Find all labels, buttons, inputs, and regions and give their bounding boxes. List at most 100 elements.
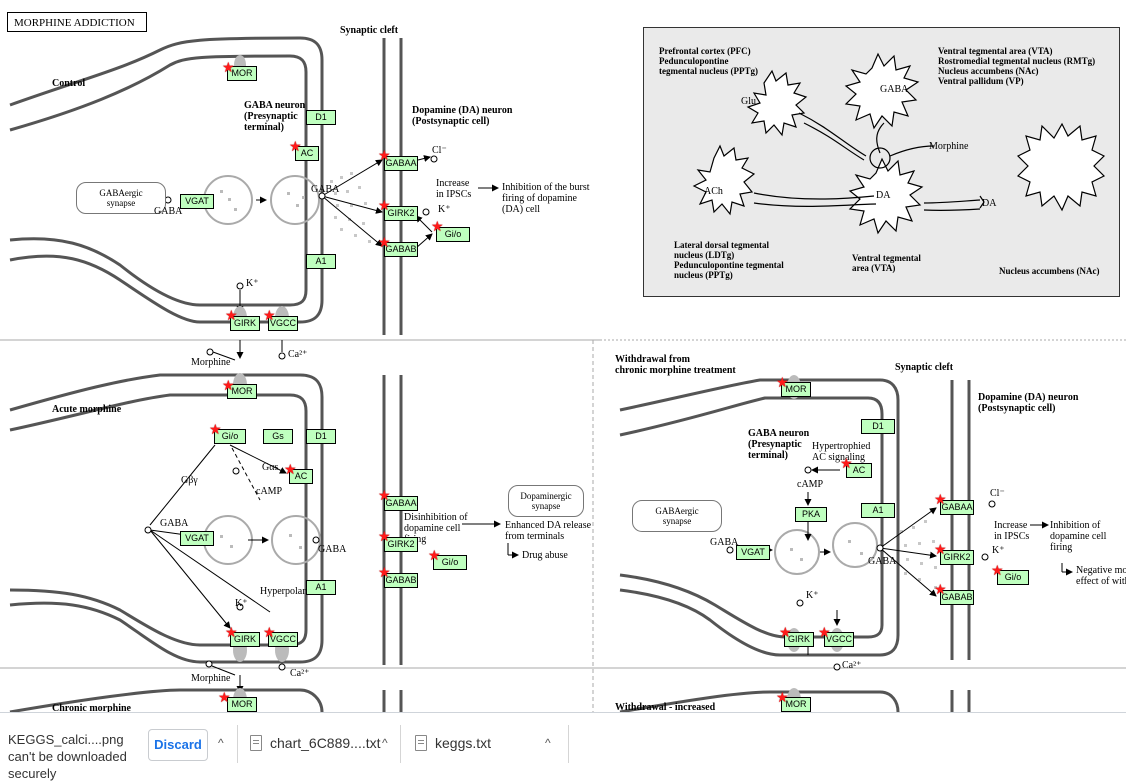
camp-label-withdrawal: cAMP: [797, 479, 823, 490]
neural-circuit-inset: Prefrontal cortex (PFC) Pedunculopontine…: [643, 27, 1120, 297]
gene-mor[interactable]: MOR: [227, 66, 257, 81]
chevron-up-icon[interactable]: ^: [545, 736, 551, 750]
section-label-control: Control: [52, 78, 85, 89]
gene-pka[interactable]: PKA: [795, 507, 827, 522]
gene-ac[interactable]: AC: [295, 146, 319, 161]
download-item-chart[interactable]: chart_6C889....txt: [270, 735, 381, 751]
gene-gio[interactable]: Gi/o: [436, 227, 470, 242]
gene-girk-withdrawal[interactable]: GIRK: [784, 632, 814, 647]
increase-ipscs-label-withdrawal: Increase in IPSCs: [994, 520, 1029, 542]
download-item-keggs[interactable]: keggs.txt: [435, 735, 491, 751]
discard-button[interactable]: Discard: [148, 729, 208, 761]
gene-gabaa[interactable]: GABAA: [384, 156, 418, 171]
gene-a1-withdrawal[interactable]: A1: [861, 503, 895, 518]
potassium-label-girk: K⁺: [246, 278, 259, 289]
da-neuron-label: Dopamine (DA) neuron (Postsynaptic cell): [412, 105, 512, 127]
synaptic-cleft-label: Synaptic cleft: [340, 25, 398, 36]
kegg-pathway-map: MORPHINE ADDICTION Control Synaptic clef…: [0, 0, 1126, 712]
gene-a1-acute[interactable]: A1: [306, 580, 336, 595]
section-label-withdrawal-adenosine: Withdrawal - increased adenosine tone: [615, 702, 715, 712]
morphine-label-inset: Morphine: [929, 141, 968, 152]
gene-gabaa-acute[interactable]: GABAA: [384, 496, 418, 511]
negative-effect-label: Negative mot effect of with: [1076, 565, 1126, 587]
section-label-chronic: Chronic morphine: [52, 703, 131, 712]
drug-abuse-label: Drug abuse: [522, 550, 568, 561]
vta-label: Ventral tegmental area (VTA): [852, 253, 921, 273]
da-label-inset: DA: [876, 190, 890, 201]
gaba-label-acute: GABA: [160, 518, 188, 529]
gaba-label-inset: GABA: [880, 84, 908, 95]
gene-gabab-withdrawal[interactable]: GABAB: [940, 590, 974, 605]
dopaminergic-synapse-link[interactable]: Dopaminergic synapse: [508, 485, 584, 517]
gbg-label: Gβγ: [181, 475, 198, 486]
calcium-label-withdrawal: Ca²⁺: [842, 660, 861, 671]
gaba-label-cleft: GABA: [311, 184, 339, 195]
gene-girk2[interactable]: GIRK2: [384, 206, 418, 221]
increase-ipscs-label: Increase in IPSCs: [436, 178, 471, 200]
file-icon: [250, 735, 262, 751]
gabaergic-synapse-link-withdrawal[interactable]: GABAergic synapse: [632, 500, 722, 532]
gaba-label-withdrawal-cleft: GABA: [868, 556, 896, 567]
gene-gs[interactable]: Gs: [263, 429, 293, 444]
gene-vgcc-acute[interactable]: VGCC: [268, 632, 298, 647]
gene-vgcc[interactable]: VGCC: [268, 316, 298, 331]
gene-gabaa-withdrawal[interactable]: GABAA: [940, 500, 974, 515]
gene-girk2-withdrawal[interactable]: GIRK2: [940, 550, 974, 565]
gene-mor-acute[interactable]: MOR: [227, 384, 257, 399]
gene-vgat-acute[interactable]: VGAT: [180, 531, 214, 546]
inhibition-label-withdrawal: Inhibition of dopamine cell firing: [1050, 520, 1106, 553]
gene-vgat-withdrawal[interactable]: VGAT: [736, 545, 770, 560]
gene-girk[interactable]: GIRK: [230, 316, 260, 331]
chloride-label-withdrawal: Cl⁻: [990, 488, 1005, 499]
morphine-label-chronic: Morphine: [191, 673, 230, 684]
chevron-up-icon[interactable]: ^: [382, 736, 388, 750]
synaptic-cleft-label-withdrawal: Synaptic cleft: [895, 362, 953, 373]
da-neuron-label-withdrawal: Dopamine (DA) neuron (Postsynaptic cell): [978, 392, 1078, 414]
gene-mor-withdrawal[interactable]: MOR: [781, 382, 811, 397]
gaba-label-withdrawal: GABA: [710, 537, 738, 548]
hypertrophied-label: Hypertrophied AC signaling: [812, 441, 870, 463]
divider: [568, 725, 569, 763]
gene-vgcc-withdrawal[interactable]: VGCC: [824, 632, 854, 647]
gene-mor-chronic[interactable]: MOR: [227, 697, 257, 712]
gene-d1-withdrawal[interactable]: D1: [861, 419, 895, 434]
gaba-neuron-label: GABA neuron (Presynaptic terminal): [244, 100, 305, 133]
gene-d1-acute[interactable]: D1: [306, 429, 336, 444]
inhibition-label: Inhibition of the burst firing of dopami…: [502, 182, 590, 215]
gaba-neuron-label-withdrawal: GABA neuron (Presynaptic terminal): [748, 428, 809, 461]
potassium-label-acute: K⁺: [235, 598, 248, 609]
gene-ac-acute[interactable]: AC: [289, 469, 313, 484]
gene-gabab-acute[interactable]: GABAB: [384, 573, 418, 588]
gene-mor-adenosine[interactable]: MOR: [781, 697, 811, 712]
pfc-label: Prefrontal cortex (PFC) Pedunculopontine…: [659, 46, 758, 76]
ldtg-label: Lateral dorsal tegmental nucleus (LDTg) …: [674, 240, 784, 280]
gene-d1[interactable]: D1: [306, 110, 336, 125]
download-warning-text: KEGGS_calci....png can't be downloaded s…: [8, 731, 143, 782]
calcium-label: Ca²⁺: [288, 349, 307, 360]
chloride-label: Cl⁻: [432, 145, 447, 156]
gene-gio-withdrawal[interactable]: Gi/o: [997, 570, 1029, 585]
gene-ac-withdrawal[interactable]: AC: [846, 463, 872, 478]
gene-a1[interactable]: A1: [306, 254, 336, 269]
gene-girk-acute[interactable]: GIRK: [230, 632, 260, 647]
gas-label: Gαs: [262, 462, 278, 473]
section-label-acute: Acute morphine: [52, 404, 121, 415]
camp-label: cAMP: [256, 486, 282, 497]
gene-gabab[interactable]: GABAB: [384, 242, 418, 257]
gene-gio-acute-da[interactable]: Gi/o: [433, 555, 467, 570]
pathway-title: MORPHINE ADDICTION: [7, 12, 147, 32]
gene-gio-acute[interactable]: Gi/o: [214, 429, 246, 444]
gene-vgat[interactable]: VGAT: [180, 194, 214, 209]
potassium-label-withdrawal: K⁺: [992, 545, 1005, 556]
divider: [237, 725, 238, 763]
divider: [400, 725, 401, 763]
chevron-up-icon[interactable]: ^: [218, 736, 224, 750]
gabaergic-synapse-link[interactable]: GABAergic synapse: [76, 182, 166, 214]
potassium-label: K⁺: [438, 204, 451, 215]
calcium-label-acute: Ca²⁺: [290, 668, 309, 679]
gene-girk2-acute[interactable]: GIRK2: [384, 537, 418, 552]
gaba-label-acute-cleft: GABA: [318, 544, 346, 555]
gaba-label: GABA: [154, 206, 182, 217]
section-label-withdrawal: Withdrawal from chronic morphine treatme…: [615, 354, 736, 376]
morphine-label: Morphine: [191, 357, 230, 368]
